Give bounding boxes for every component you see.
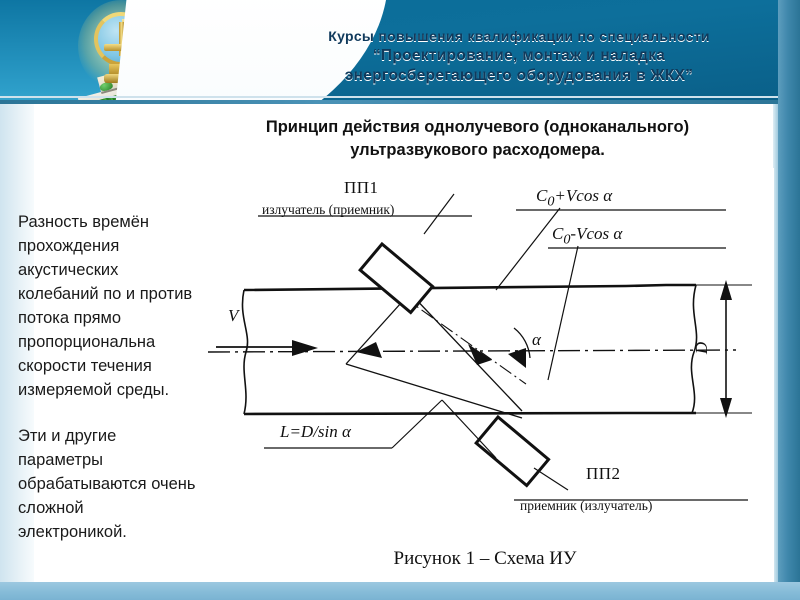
header-bottom-rule [0, 100, 800, 104]
page-title: Принцип действия однолучевого (одноканал… [170, 116, 785, 162]
right-accent-band [778, 0, 800, 582]
label-velocity: V [228, 306, 239, 325]
angle-alpha-arc [513, 327, 531, 359]
beam-path-down [409, 292, 523, 412]
beam-arrow-down [468, 344, 492, 365]
page-title-line1: Принцип действия однолучевого (одноканал… [265, 118, 690, 136]
length-leader-a [391, 399, 443, 449]
flow-arrow-v [216, 340, 318, 356]
flowmeter-diagram: ПП1 излучатель (приемник) ПП2 приемник (… [196, 168, 774, 582]
beam-arrow-up-left [356, 342, 382, 358]
flowmeter-schematic-svg [207, 193, 752, 501]
label-pp2-sub: приемник (излучатель) [520, 498, 653, 513]
beam-arrow-up-right [508, 348, 526, 368]
beam-axis-dashdot [401, 295, 527, 385]
label-pp2: ПП2 [586, 464, 621, 483]
label-pp1: ПП1 [344, 178, 379, 197]
body-paragraph-1: Разность времён прохождения акустических… [18, 213, 193, 399]
equation-leader-bottom [547, 245, 579, 381]
label-length: L=D/sin α [280, 422, 351, 441]
bottom-accent-band [0, 582, 800, 600]
header-thin-line [0, 96, 800, 98]
figure-caption: Рисунок 1 – Схема ИУ [393, 548, 577, 569]
body-text-block: Разность времён прохождения акустических… [18, 210, 196, 566]
label-diameter: D [692, 341, 712, 355]
right-inner-strip [773, 104, 778, 582]
length-leader-b [441, 399, 497, 459]
equation-leader-top [495, 207, 561, 291]
transducer-pp1-block [358, 241, 435, 315]
diameter-dimension [678, 280, 752, 418]
body-paragraph-2: Эти и другие параметры обрабатываются оч… [18, 427, 196, 541]
header-title-line1: Курсы повышения квалификации по специаль… [328, 28, 710, 44]
pipe-break-right [690, 284, 698, 414]
label-pp1-sub: излучатель (приемник) [262, 202, 395, 217]
page-title-line2: ультразвукового расходомера. [350, 141, 605, 159]
pp2-leader-line [533, 467, 569, 491]
label-equation-bottom: C0-Vcos α [552, 224, 623, 248]
left-gradient-strip [0, 104, 34, 582]
label-equation-top: C0+Vcos α [536, 186, 613, 210]
header-title-line3: энергосберегающего оборудования в ЖКХ” [344, 67, 694, 84]
header-title: Курсы повышения квалификации по специаль… [258, 26, 780, 86]
label-angle: α [532, 330, 541, 349]
transducer-pp2-block [474, 414, 551, 488]
header-title-line2: “Проектирование, монтаж и наладка [372, 47, 666, 64]
slide-header: Курсы повышения квалификации по специаль… [0, 0, 800, 104]
pp1-leader-line [423, 193, 455, 235]
